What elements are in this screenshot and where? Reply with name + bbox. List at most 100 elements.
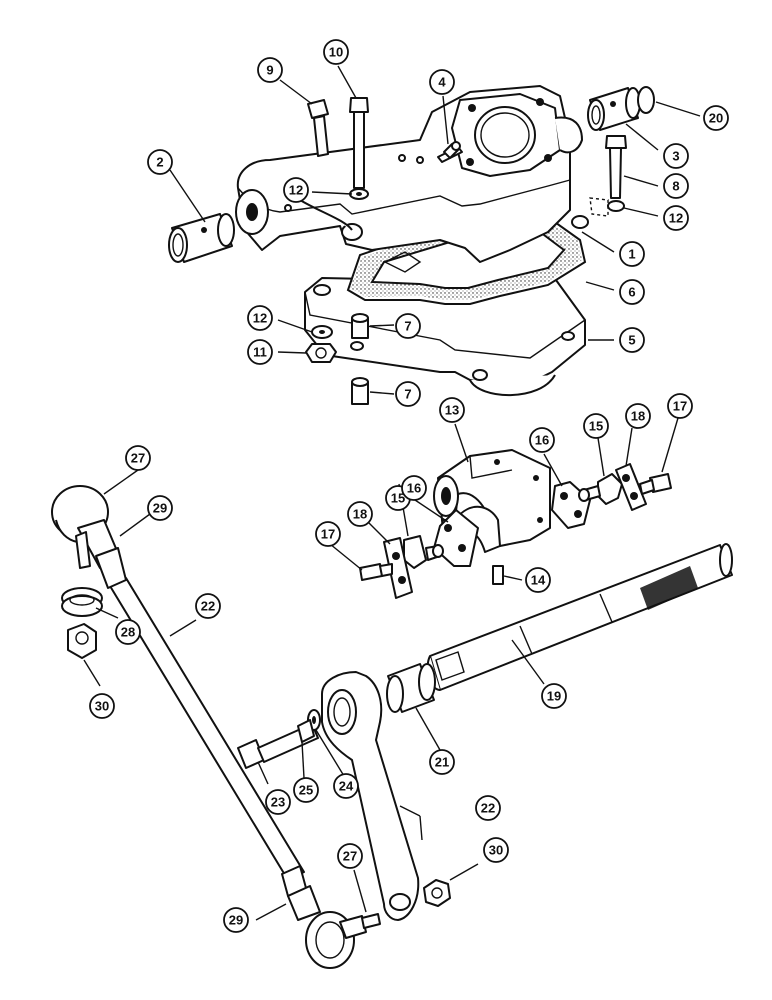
callout-30-lower: 30 <box>483 837 509 863</box>
svg-text:17: 17 <box>321 527 335 542</box>
svg-text:7: 7 <box>404 387 411 402</box>
callout-12-top: 12 <box>283 177 309 203</box>
callout-1: 1 <box>619 241 645 267</box>
bolt-9 <box>307 99 329 157</box>
svg-text:3: 3 <box>672 149 679 164</box>
seal-ring <box>637 86 655 114</box>
svg-text:29: 29 <box>153 501 167 516</box>
callout-7-upper: 7 <box>395 313 421 339</box>
svg-text:23: 23 <box>271 795 285 810</box>
callout-27-upper: 27 <box>125 445 151 471</box>
svg-text:13: 13 <box>445 403 459 418</box>
svg-text:21: 21 <box>435 755 449 770</box>
callout-23: 23 <box>265 789 291 815</box>
svg-text:12: 12 <box>253 311 267 326</box>
svg-text:18: 18 <box>631 409 645 424</box>
svg-text:22: 22 <box>201 599 215 614</box>
dowel-upper <box>351 313 369 339</box>
ball-joint-collar-28 <box>61 587 103 617</box>
bush-left <box>168 213 235 263</box>
callout-17-right: 17 <box>667 393 693 419</box>
svg-text:17: 17 <box>673 399 687 414</box>
svg-text:27: 27 <box>131 451 145 466</box>
callout-12-right: 12 <box>663 205 689 231</box>
callout-3: 3 <box>663 143 689 169</box>
svg-text:22: 22 <box>481 801 495 816</box>
svg-text:4: 4 <box>438 75 446 90</box>
bush-right <box>587 87 641 131</box>
callout-14: 14 <box>525 567 551 593</box>
svg-text:16: 16 <box>535 433 549 448</box>
callout-22-upper: 22 <box>195 593 221 619</box>
grub-screw <box>492 565 504 585</box>
washer-12-top <box>349 188 369 200</box>
callout-29-lower: 29 <box>223 907 249 933</box>
bolt-8 <box>589 135 627 217</box>
svg-text:25: 25 <box>299 783 313 798</box>
svg-text:18: 18 <box>353 507 367 522</box>
callout-20: 20 <box>703 105 729 131</box>
ball-joint-nut-30 <box>67 623 97 659</box>
steering-housing <box>235 85 589 263</box>
stop-pin-right <box>578 473 623 505</box>
bolt-17-right <box>639 473 672 495</box>
cross-shaft <box>426 543 733 691</box>
svg-text:15: 15 <box>391 491 405 506</box>
svg-text:6: 6 <box>628 285 635 300</box>
svg-text:9: 9 <box>266 63 273 78</box>
svg-text:30: 30 <box>489 843 503 858</box>
callout-19: 19 <box>541 683 567 709</box>
callout-21: 21 <box>429 749 455 775</box>
ball-joint-lower <box>281 865 381 969</box>
bolt-10 <box>349 97 369 189</box>
svg-text:11: 11 <box>253 345 267 360</box>
svg-text:28: 28 <box>121 625 135 640</box>
svg-text:14: 14 <box>531 573 546 588</box>
svg-text:7: 7 <box>404 319 411 334</box>
callout-29-upper: 29 <box>147 495 173 521</box>
svg-text:5: 5 <box>628 333 635 348</box>
arm-nut-25 <box>297 719 315 743</box>
callout-4: 4 <box>429 69 455 95</box>
callout-5: 5 <box>619 327 645 353</box>
svg-text:12: 12 <box>669 211 683 226</box>
callout-8: 8 <box>663 173 689 199</box>
svg-text:19: 19 <box>547 689 561 704</box>
svg-text:24: 24 <box>339 779 354 794</box>
callout-15-right: 15 <box>583 413 609 439</box>
callout-27-lower: 27 <box>337 843 363 869</box>
callout-18-left: 18 <box>347 501 373 527</box>
svg-text:16: 16 <box>407 481 421 496</box>
callout-2: 2 <box>147 149 173 175</box>
plate-18-left <box>383 537 413 599</box>
svg-text:1: 1 <box>628 247 635 262</box>
callouts: 1 2 3 4 5 6 7 7 8 9 10 11 12 12 12 13 14… <box>89 39 729 933</box>
bolt-17-left <box>359 563 393 581</box>
shaft-bush-21 <box>386 663 436 713</box>
svg-text:27: 27 <box>343 849 357 864</box>
callout-9: 9 <box>257 57 283 83</box>
nut-11 <box>305 343 337 363</box>
arm-nut-30 <box>423 879 451 907</box>
callout-10: 10 <box>323 39 349 65</box>
svg-text:20: 20 <box>709 111 723 126</box>
svg-text:2: 2 <box>156 155 163 170</box>
callout-18-right: 18 <box>625 403 651 429</box>
svg-text:30: 30 <box>95 699 109 714</box>
callout-17-left: 17 <box>315 521 341 547</box>
leader-lines <box>83 65 701 921</box>
callout-16-left: 16 <box>401 475 427 501</box>
svg-text:29: 29 <box>229 913 243 928</box>
callout-25: 25 <box>293 777 319 803</box>
dowel-lower <box>351 377 369 405</box>
washer-12-left <box>311 325 333 339</box>
callout-22-lower: 22 <box>475 795 501 821</box>
callout-12-left: 12 <box>247 305 273 331</box>
svg-text:8: 8 <box>672 179 679 194</box>
steering-arm <box>321 671 420 921</box>
callout-30-upper: 30 <box>89 693 115 719</box>
callout-7-lower: 7 <box>395 381 421 407</box>
drag-link-tube <box>109 577 305 881</box>
svg-text:15: 15 <box>589 419 603 434</box>
